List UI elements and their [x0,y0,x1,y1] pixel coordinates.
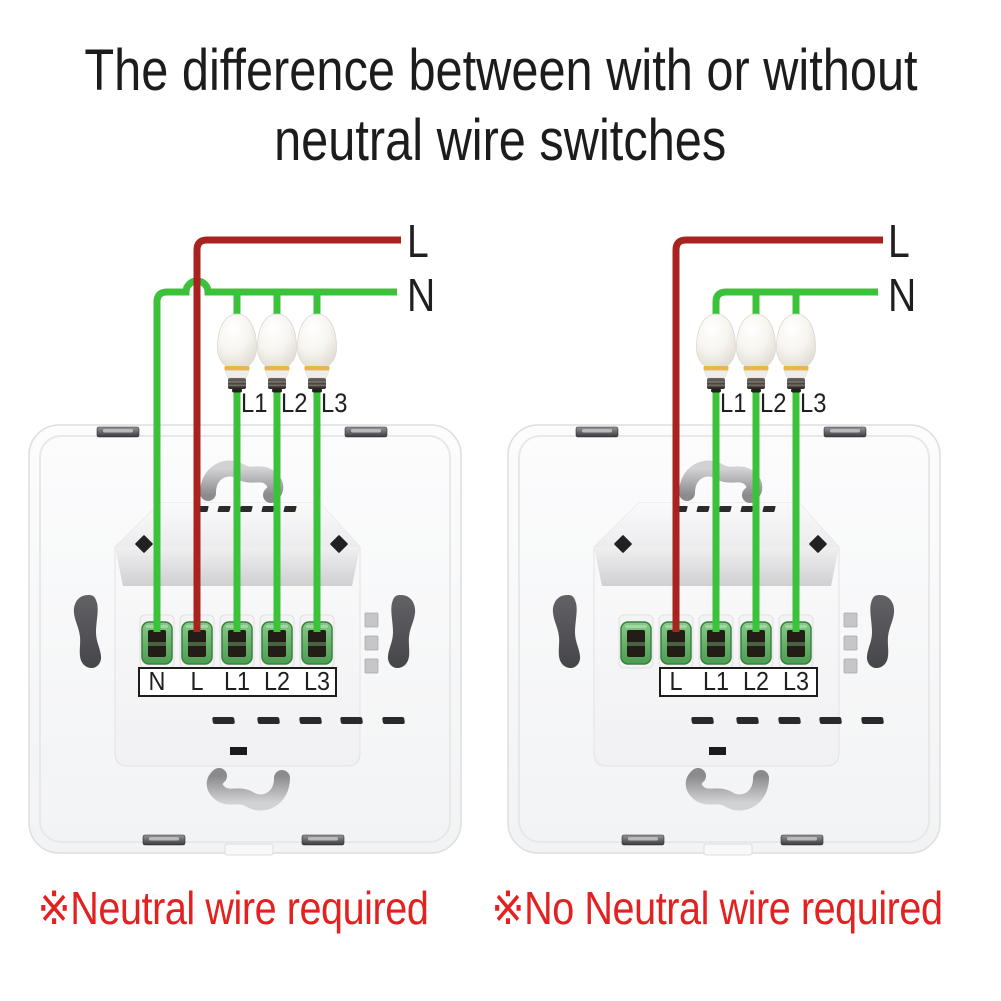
bulb-label: L3 [321,389,347,419]
diagram-no-neutral: L1 L2 L3 L N L L1 L2 L3 [508,216,940,855]
terminal-label: L [669,668,682,696]
terminal-label: N [149,668,166,696]
caption-neutral-required: ※Neutral wire required [37,882,429,934]
live-wire [672,236,883,632]
live-wire-label: L [888,216,910,268]
bulb-label: L2 [760,389,786,419]
bulb-label: L2 [281,389,307,419]
bulb-l3 [776,313,816,393]
bulb-label: L3 [800,389,826,419]
neutral-wire-label: N [407,270,435,322]
bulb-l2 [736,313,776,393]
bulb-l3 [297,313,337,393]
terminal-label: L3 [783,668,809,696]
terminal-labels-box [138,667,337,697]
diagram-with-neutral: L1 L2 L3 L N N L L1 L2 L3 [29,216,461,855]
live-wire-label: L [407,216,429,268]
terminal-label: L [190,668,203,696]
bulb-l1 [217,313,257,393]
switch-backplate-right [508,425,940,855]
bulb-l2 [257,313,297,393]
bulb-l1 [696,313,736,393]
terminal-labels-box [659,667,818,697]
title-line-2: neutral wire switches [274,108,727,173]
caption-no-neutral-required: ※No Neutral wire required [491,882,943,934]
neutral-wire-label: N [888,270,916,322]
bulb-label: L1 [720,389,746,419]
bulb-label: L1 [241,389,267,419]
terminal-label: L1 [703,668,729,696]
terminal-label: L3 [304,668,330,696]
switch-backplate-left [29,425,461,855]
terminal-label: L2 [264,668,290,696]
live-wire [193,236,401,632]
terminal-label: L1 [224,668,250,696]
title-line-1: The difference between with or without [83,38,918,103]
terminal-label: L2 [743,668,769,696]
page-title: The difference between with or without n… [0,36,1001,176]
